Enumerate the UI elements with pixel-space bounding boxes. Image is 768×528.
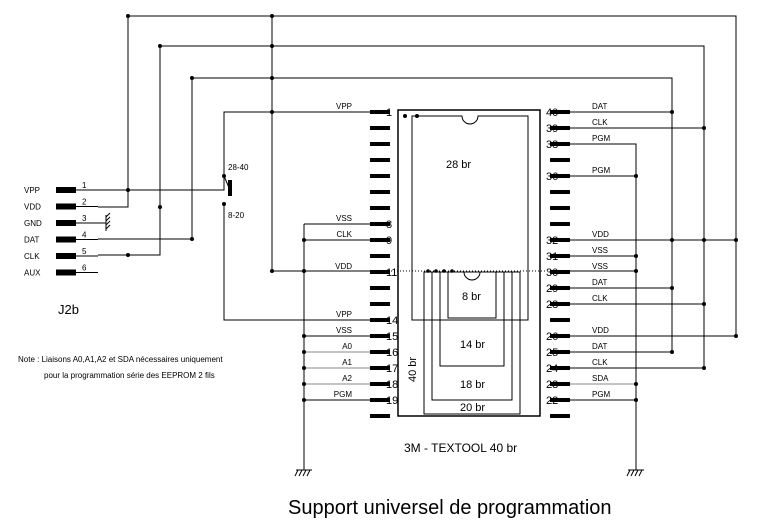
switch-lower-label: 8-20: [228, 211, 245, 220]
left-pin-signal: CLK: [336, 230, 352, 239]
right-pin-signal: CLK: [592, 294, 608, 303]
right-pin-signal: VDD: [592, 230, 609, 239]
connector-pin-signal: VDD: [24, 203, 41, 212]
page-title: Support universel de programmation: [288, 497, 612, 519]
switch: 28-40 8-20: [223, 163, 249, 220]
right-pin-signal: PGM: [592, 166, 611, 175]
vpp-bus: [98, 176, 225, 191]
right-pin-number: 32: [546, 235, 558, 247]
connector-pin-number: 5: [82, 247, 87, 256]
connector-pin: [56, 253, 76, 259]
connector-pin-signal: AUX: [24, 269, 41, 278]
right-pin-signal: PGM: [592, 390, 611, 399]
pin-links: [271, 16, 736, 470]
right-pin-signal: CLK: [592, 358, 608, 367]
left-pin-number: 14: [386, 315, 398, 327]
vdd-bus: [98, 15, 737, 337]
right-pin-signal: PGM: [592, 134, 611, 143]
right-pin-signal: SDA: [592, 374, 609, 383]
right-pin-number: 30: [546, 267, 558, 279]
left-pin-signal: VSS: [336, 326, 352, 335]
left-pin-signal: A2: [342, 374, 352, 383]
left-pin-number: 9: [386, 235, 392, 247]
left-pin-number: 8: [386, 219, 392, 231]
connector-pin-signal: CLK: [24, 252, 40, 261]
right-pin-number: 39: [546, 123, 558, 135]
right-pin-number: 25: [546, 347, 558, 359]
socket-pins: [370, 110, 570, 418]
chip-label-20: 20 br: [460, 402, 485, 414]
chip-label-18: 18 br: [460, 379, 485, 391]
socket-40: 28 br 8 br 14 br 18 br 20 br 40 br: [397, 109, 541, 417]
left-pin-signal: A1: [342, 358, 352, 367]
right-pin-number: 28: [546, 299, 558, 311]
chip-label-8: 8 br: [462, 291, 481, 303]
right-pin-signal: VSS: [592, 262, 608, 271]
right-pin-number: 31: [546, 251, 558, 263]
right-pin-number: 40: [546, 107, 558, 119]
left-pin-number: 19: [386, 395, 398, 407]
connector-pin-number: 4: [82, 231, 87, 240]
left-pin-number: 17: [386, 363, 398, 375]
connector-pin-signal: DAT: [24, 236, 40, 245]
left-pin-number: 11: [386, 267, 397, 279]
chip-label-28: 28 br: [446, 159, 471, 171]
junctions: [126, 14, 738, 402]
connector-pin-number: 1: [82, 181, 87, 190]
connector-pin: [56, 220, 76, 226]
chip-label-14: 14 br: [460, 339, 485, 351]
left-pin-number: 18: [386, 379, 398, 391]
right-pin-signal: DAT: [592, 102, 608, 111]
right-pin-number: 24: [546, 363, 558, 375]
right-pin-number: 23: [546, 379, 558, 391]
right-pin-signal: DAT: [592, 342, 608, 351]
connector-pin-number: 6: [82, 264, 87, 273]
left-pin-number: 1: [386, 107, 392, 119]
right-pin-number: 29: [546, 283, 558, 295]
ground-symbols: [294, 469, 644, 477]
left-pin-signal: A0: [342, 342, 352, 351]
connector-pin-number: 3: [82, 214, 87, 223]
left-pin-signal: VPP: [336, 102, 352, 111]
connector-label: J2b: [58, 302, 79, 317]
right-pin-number: 36: [546, 171, 558, 183]
bus-lines: [98, 15, 737, 369]
connector-pin: [56, 203, 76, 210]
vpp-upper: [223, 111, 370, 176]
connector-pin: [56, 187, 76, 193]
note-line1: Note : Liaisons A0,A1,A2 et SDA nécessai…: [18, 355, 223, 364]
note-line2: pour la programmation série des EEPROM 2…: [44, 371, 215, 380]
ground-hatch: [105, 212, 111, 231]
connector-pin: [56, 269, 76, 276]
connector-pin-signal: VPP: [24, 186, 40, 195]
clk-bus: [98, 45, 705, 369]
connector-pin: [56, 236, 76, 243]
right-pin-signal: DAT: [592, 278, 608, 287]
left-pin-signal: PGM: [334, 390, 353, 399]
right-pin-number: 38: [546, 139, 558, 151]
dat-bus: [98, 77, 673, 353]
right-pin-signal: CLK: [592, 118, 608, 127]
left-pin-signal: VPP: [336, 310, 352, 319]
right-pin-number: 22: [546, 395, 558, 407]
left-pin-number: 15: [386, 331, 398, 343]
left-pin-signal: VSS: [336, 214, 352, 223]
right-pin-signal: VSS: [592, 246, 608, 255]
right-pin-number: 26: [546, 331, 558, 343]
vpp-lower: [223, 204, 370, 321]
connector-pin-number: 2: [82, 198, 87, 207]
connector-pin-signal: GND: [24, 219, 42, 228]
left-pin-number: 16: [386, 347, 398, 359]
right-pin-signal: VDD: [592, 326, 609, 335]
left-pin-signal: VDD: [335, 262, 352, 271]
socket-label: 3M - TEXTOOL 40 br: [404, 441, 517, 455]
switch-upper-label: 28-40: [228, 163, 249, 172]
socket-vertical-label: 40 br: [407, 357, 419, 382]
pin-labels: 1VPP8VSS9CLK11VDD14VPP15VSS16A017A118A21…: [334, 102, 611, 407]
